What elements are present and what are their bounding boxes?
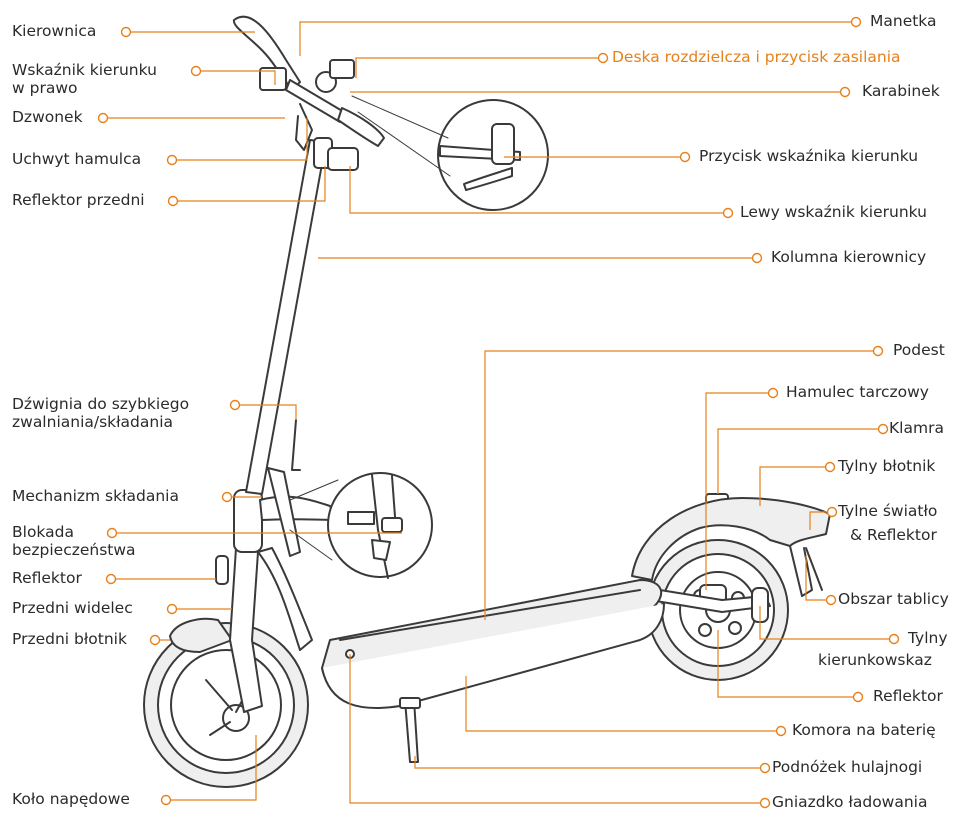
- label-blokada-line1: Blokada: [12, 523, 74, 542]
- label-right-indicator-line2: w prawo: [12, 79, 77, 98]
- label-mechanizm-skladania: Mechanizm składania: [12, 487, 179, 506]
- label-tylny-kier-line2: kierunkowskaz: [818, 651, 932, 670]
- label-kolo-napedowe: Koło napędowe: [12, 790, 130, 809]
- label-podest: Podest: [893, 341, 945, 360]
- label-przedni-widelec: Przedni widelec: [12, 599, 133, 618]
- label-blokada-line2: bezpieczeństwa: [12, 541, 136, 560]
- label-kolumna-kierownicy: Kolumna kierownicy: [771, 248, 926, 267]
- label-deska-rozdzielcza: Deska rozdzielcza i przycisk zasilania: [612, 48, 901, 67]
- label-komora-na-baterie: Komora na baterię: [792, 721, 936, 740]
- label-dzwignia-line2: zwalniania/składania: [12, 413, 173, 432]
- label-manetka: Manetka: [870, 12, 937, 31]
- label-przycisk-wskaznika: Przycisk wskaźnika kierunku: [699, 147, 918, 166]
- label-tylny-blotnik: Tylny błotnik: [838, 457, 935, 476]
- label-podnozek: Podnóżek hulajnogi: [772, 758, 922, 777]
- label-klamra: Klamra: [889, 419, 944, 438]
- label-tylny-kier-line1: Tylny: [908, 629, 948, 648]
- label-tylne-swiatlo-line1: Tylne światło: [838, 502, 937, 521]
- label-kierownica: Kierownica: [12, 22, 96, 41]
- label-tylne-swiatlo-line2: & Reflektor: [850, 526, 937, 545]
- kickstand: [405, 700, 418, 762]
- label-right-indicator-line1: Wskaźnik kierunku: [12, 61, 157, 80]
- detail-inset-folding: [328, 473, 432, 577]
- label-gniazdko-ladowania: Gniazdko ładowania: [772, 793, 927, 812]
- label-dzwonek: Dzwonek: [12, 108, 83, 127]
- label-dzwignia-line1: Dźwignia do szybkiego: [12, 395, 189, 414]
- label-reflektor-right: Reflektor: [873, 687, 943, 706]
- label-hamulec-tarczowy: Hamulec tarczowy: [786, 383, 929, 402]
- label-karabinek: Karabinek: [862, 82, 940, 101]
- label-uchwyt-hamulca: Uchwyt hamulca: [12, 150, 141, 169]
- reflector-side: [216, 556, 228, 584]
- label-reflektor-left: Reflektor: [12, 569, 82, 588]
- handlebar-stem: [246, 140, 326, 494]
- label-lewy-wskaznik: Lewy wskaźnik kierunku: [740, 203, 927, 222]
- scooter-illustration: [144, 17, 830, 787]
- label-obszar-tablicy: Obszar tablicy: [838, 590, 949, 609]
- label-przedni-blotnik: Przedni błotnik: [12, 630, 127, 649]
- label-reflektor-przedni: Reflektor przedni: [12, 191, 145, 210]
